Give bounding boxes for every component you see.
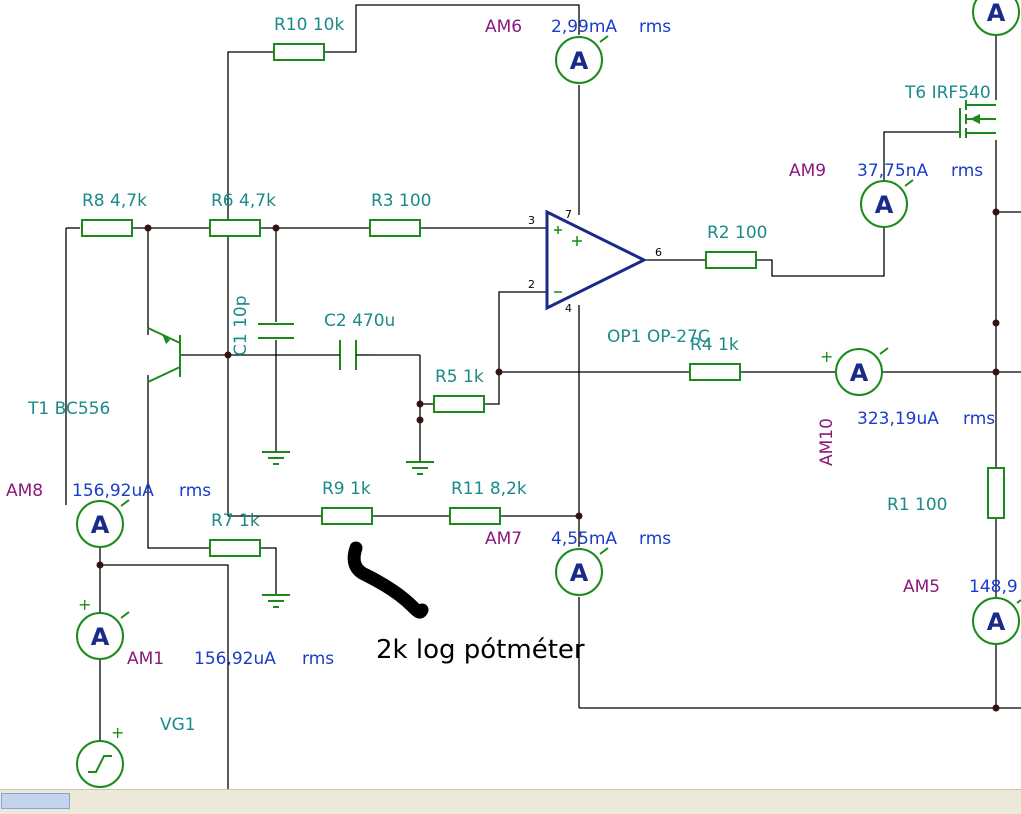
meter-unit-am1: rms <box>302 649 334 669</box>
resistor-r9[interactable] <box>321 507 373 525</box>
opamp-pin7: 7 <box>565 208 572 221</box>
label-r4: R4 1k <box>690 335 739 355</box>
ammeter-top-right[interactable]: A <box>972 0 1020 36</box>
resistor-r2[interactable] <box>705 251 757 269</box>
meter-value-am9: 37,75nA <box>857 161 928 181</box>
meter-unit-am9: rms <box>951 161 983 181</box>
ammeter-am1[interactable]: + A <box>76 595 130 660</box>
meter-value-am5: 148,9 <box>969 577 1018 597</box>
schematic-canvas[interactable]: 3 2 7 4 6 A A + A A A <box>0 0 1021 789</box>
ammeter-am9[interactable]: A <box>860 179 914 228</box>
resistor-r11[interactable] <box>449 507 501 525</box>
resistor-r1[interactable] <box>987 467 1005 519</box>
resistor-r4[interactable] <box>689 363 741 381</box>
meter-name-am7: AM7 <box>485 529 522 549</box>
opamp-pin6: 6 <box>655 246 662 259</box>
svg-text:+: + <box>78 595 91 614</box>
opamp-pin2: 2 <box>528 278 535 291</box>
meter-unit-am10: rms <box>963 409 995 429</box>
label-r7: R7 1k <box>211 511 260 531</box>
meter-value-am7: 4,55mA <box>551 529 617 549</box>
meter-name-am5: AM5 <box>903 577 940 597</box>
label-r11: R11 8,2k <box>451 479 527 499</box>
resistor-r6[interactable] <box>209 219 261 237</box>
transistor-t1[interactable] <box>147 327 181 383</box>
ground-symbols <box>262 451 434 608</box>
scrollbar-thumb[interactable] <box>1 793 70 809</box>
meter-value-am10: 323,19uA <box>857 409 939 429</box>
ammeter-am7[interactable]: A <box>555 547 609 596</box>
label-r9: R9 1k <box>322 479 371 499</box>
label-r6: R6 4,7k <box>211 191 276 211</box>
label-t6: T6 IRF540 <box>904 83 991 103</box>
source-vg1[interactable]: + <box>76 723 124 788</box>
label-r2: R2 100 <box>707 223 767 243</box>
opamp-pin4: 4 <box>565 302 572 315</box>
resistor-r7[interactable] <box>209 539 261 557</box>
ammeter-am8[interactable]: A <box>76 499 130 548</box>
ammeter-symbol: A <box>91 511 110 539</box>
ammeter-symbol: A <box>570 47 589 75</box>
junction-dots <box>96 208 1000 712</box>
meter-name-am9: AM9 <box>789 161 826 181</box>
resistor-r8[interactable] <box>81 219 133 237</box>
ammeter-am5[interactable]: A <box>972 597 1021 645</box>
meter-value-am6: 2,99mA <box>551 17 617 37</box>
ammeter-symbol: A <box>91 623 110 651</box>
component-labels: R10 10k R8 4,7k R6 4,7k R3 100 R2 100 R4… <box>27 15 991 735</box>
ammeter-am6[interactable]: A <box>555 35 609 84</box>
meter-value-am1: 156,92uA <box>194 649 276 669</box>
meter-labels: AM6 2,99mA rms AM9 37,75nA rms AM10 323,… <box>6 17 1018 669</box>
meter-name-am10: AM10 <box>817 418 837 466</box>
resistor-r3[interactable] <box>369 219 421 237</box>
label-r8: R8 4,7k <box>82 191 147 211</box>
horizontal-scrollbar[interactable] <box>0 789 1021 814</box>
label-t1: T1 BC556 <box>27 399 110 419</box>
label-r3: R3 100 <box>371 191 431 211</box>
meter-unit-am8: rms <box>179 481 211 501</box>
label-op1: OP1 OP-27C <box>607 327 710 347</box>
ammeter-symbol: A <box>987 608 1006 636</box>
svg-text:+: + <box>111 723 124 742</box>
ground-icon <box>262 594 290 608</box>
meter-name-am8: AM8 <box>6 481 43 501</box>
annotation-text: 2k log pótméter <box>376 635 585 665</box>
svg-text:+: + <box>820 347 833 366</box>
meter-name-am1: AM1 <box>127 649 164 669</box>
label-r1: R1 100 <box>887 495 947 515</box>
ammeter-symbol: A <box>850 359 869 387</box>
meter-value-am8: 156,92uA <box>72 481 154 501</box>
label-c1: C1 10p <box>231 295 251 356</box>
label-c2: C2 470u <box>324 311 395 331</box>
capacitor-c1[interactable] <box>258 323 294 339</box>
meter-unit-am6: rms <box>639 17 671 37</box>
ammeter-symbol: A <box>875 191 894 219</box>
capacitor-c2[interactable] <box>310 340 370 370</box>
ammeter-symbol: A <box>987 0 1006 27</box>
ammeter-am10[interactable]: + A <box>820 347 889 396</box>
ammeters: A A + A A A + A <box>76 0 1021 660</box>
label-vg1: VG1 <box>160 715 196 735</box>
meter-unit-am7: rms <box>639 529 671 549</box>
wires <box>65 4 1021 789</box>
mosfet-t6[interactable] <box>959 100 996 138</box>
resistor-r5[interactable] <box>433 395 485 413</box>
label-r10: R10 10k <box>274 15 344 35</box>
opamp-op1[interactable]: 3 2 7 4 6 <box>528 208 662 315</box>
opamp-pin3: 3 <box>528 214 535 227</box>
ammeter-symbol: A <box>570 559 589 587</box>
label-r5: R5 1k <box>435 367 484 387</box>
handwritten-stroke <box>347 541 429 619</box>
meter-name-am6: AM6 <box>485 17 522 37</box>
ground-icon <box>262 451 290 465</box>
ground-icon <box>406 461 434 475</box>
resistor-r10[interactable] <box>273 43 325 61</box>
resistors <box>81 43 1005 557</box>
